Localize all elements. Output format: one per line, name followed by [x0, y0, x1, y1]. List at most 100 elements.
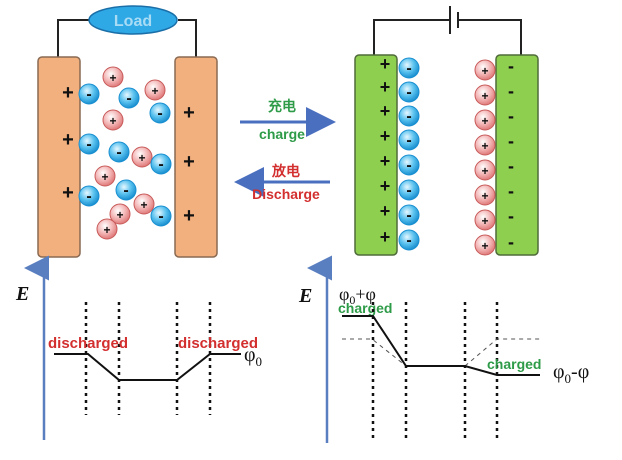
ion-sign: - [86, 188, 91, 205]
ion-sign: - [158, 208, 163, 225]
ion-sign: - [406, 84, 411, 101]
ion-sign: - [406, 157, 411, 174]
cation: + [474, 84, 496, 106]
ion-sign: - [157, 105, 162, 122]
anion: - [398, 105, 420, 127]
potential-curve [54, 353, 241, 381]
anion: - [398, 129, 420, 151]
ion-sign: + [138, 151, 145, 165]
cation: + [94, 165, 116, 187]
ion-sign: - [406, 132, 411, 149]
cation: + [474, 159, 496, 181]
discharge-cell: Load + + + + + + [37, 5, 218, 258]
cation: + [109, 203, 131, 225]
ion-sign: + [481, 139, 488, 153]
potential-plot-discharged: E discharged discharged φ0 [15, 255, 262, 440]
cation: + [474, 209, 496, 231]
ion-sign: + [481, 189, 488, 203]
cation: + [102, 66, 124, 88]
discharge-label-en: Discharge [252, 186, 320, 202]
ion-sign: - [116, 144, 121, 161]
right-electrode [174, 56, 218, 258]
wire-right [178, 19, 197, 57]
cation: + [131, 146, 153, 168]
anion: - [149, 102, 171, 124]
ion-sign: + [109, 114, 116, 128]
phi0-plus-phi-label: φ0+φ [339, 284, 376, 307]
ion-sign: + [116, 208, 123, 222]
plate-sign: + [380, 126, 391, 146]
plate-sign: + [380, 54, 391, 74]
ion-sign: + [481, 239, 488, 253]
wire-left [57, 19, 92, 57]
charge-cell: + + + + + + + + - - - - - - - - [354, 6, 539, 256]
cation: + [474, 184, 496, 206]
cation: + [133, 193, 155, 215]
discharged-label-left: discharged [48, 335, 128, 352]
wire-right [458, 19, 522, 57]
plate-sign: + [183, 102, 195, 124]
cation: + [102, 109, 124, 131]
cation: + [474, 109, 496, 131]
anion: - [398, 229, 420, 251]
plate-sign: - [508, 206, 514, 226]
plate-sign: + [183, 151, 195, 173]
plate-sign: - [508, 56, 514, 76]
plate-sign: - [508, 181, 514, 201]
ion-sign: - [406, 60, 411, 77]
plate-sign: + [380, 101, 391, 121]
charge-label-en: charge [259, 126, 305, 142]
anion: - [78, 185, 100, 207]
anion: - [150, 205, 172, 227]
boundary-lines [371, 302, 499, 438]
cation: + [474, 234, 496, 256]
boundary-lines [84, 302, 212, 415]
anion: - [78, 133, 100, 155]
anion: - [398, 57, 420, 79]
plate-sign: + [62, 129, 74, 151]
load-label: Load [114, 13, 152, 30]
plate-sign: - [508, 131, 514, 151]
anion: - [108, 141, 130, 163]
cation: + [144, 79, 166, 101]
ion-sign: + [481, 114, 488, 128]
plate-sign: + [183, 205, 195, 227]
plate-sign: + [380, 227, 391, 247]
ion-sign: + [103, 223, 110, 237]
ion-sign: + [481, 214, 488, 228]
plate-sign: + [380, 151, 391, 171]
anion: - [78, 83, 100, 105]
phi0-label: φ0 [244, 344, 262, 369]
ion-sign: + [151, 84, 158, 98]
reference-dashes [342, 338, 540, 367]
ion-sign: + [481, 89, 488, 103]
energy-axis-label: E [15, 283, 29, 305]
energy-axis-label: E [298, 285, 312, 307]
ion-sign: + [481, 64, 488, 78]
anion: - [398, 154, 420, 176]
ion-sign: - [406, 232, 411, 249]
anion: - [150, 153, 172, 175]
charge-label-cn: 充电 [268, 98, 296, 114]
ion-sign: + [101, 170, 108, 184]
plate-sign: + [380, 77, 391, 97]
left-electrode [354, 54, 398, 256]
plate-sign: + [380, 176, 391, 196]
load-ellipse [88, 5, 178, 35]
ion-sign: + [140, 198, 147, 212]
ion-sign: - [126, 90, 131, 107]
plate-sign: + [62, 182, 74, 204]
ion-sign: - [406, 207, 411, 224]
charged-label-left: charged [338, 300, 392, 316]
ion-sign: - [406, 182, 411, 199]
electrolyte-ions-left: - + - + + - - - + - + - - + - + + [78, 66, 172, 240]
potential-curve [342, 315, 540, 376]
phi0-minus-phi-label: φ0-φ [553, 361, 589, 386]
anion: - [118, 87, 140, 109]
cation: + [474, 134, 496, 156]
anion: - [398, 204, 420, 226]
ion-sign: - [123, 182, 128, 199]
anion: - [115, 179, 137, 201]
electrolyte-ions-right: - - - - - - - - + + + + + + + + [398, 57, 496, 256]
